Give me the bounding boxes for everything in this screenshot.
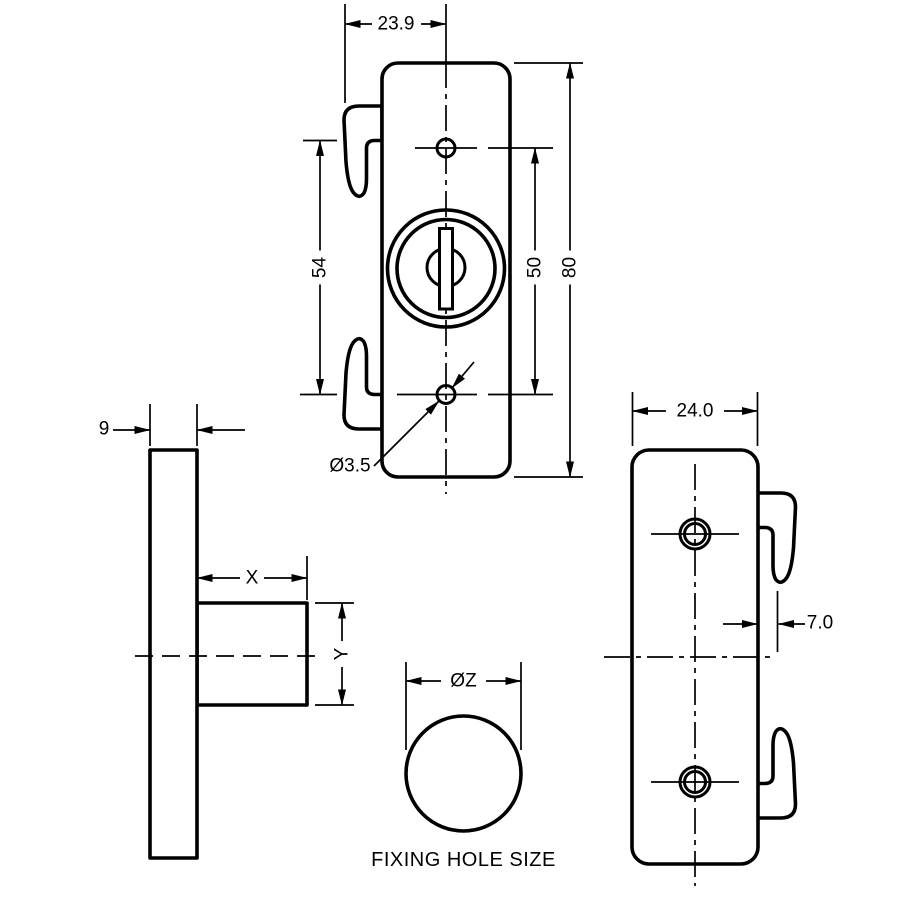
dim-23-9-label: 23.9 bbox=[378, 14, 415, 35]
side-view: 9 X Y bbox=[99, 404, 354, 860]
dim-z-label-bg bbox=[441, 671, 486, 691]
dim-x-label-bg bbox=[240, 568, 264, 588]
dim-80-label: 80 bbox=[560, 257, 581, 278]
dim-y-ext bbox=[315, 602, 354, 706]
keyway bbox=[438, 227, 454, 311]
front-clip-upper bbox=[342, 104, 384, 199]
dim-50-label-group: 50 bbox=[525, 250, 546, 285]
rear-view: 24.0 7.0 bbox=[604, 392, 833, 886]
dim-24-label-bg bbox=[666, 401, 724, 421]
dim-y-label: Y bbox=[332, 647, 353, 660]
dim-54-label: 54 bbox=[310, 257, 331, 279]
fixing-hole-caption: FIXING HOLE SIZE bbox=[371, 849, 556, 871]
hole-dia-label: Ø3.5 bbox=[329, 456, 370, 477]
front-clip-lower bbox=[342, 336, 384, 431]
dim-80-label-group: 80 bbox=[560, 250, 581, 285]
fixing-hole-circle bbox=[404, 714, 523, 833]
hole-dia-leader-upper bbox=[451, 361, 475, 389]
dim-50-label: 50 bbox=[525, 257, 546, 278]
dim-24-ext bbox=[631, 392, 759, 446]
dim-54-label-group: 54 bbox=[310, 250, 331, 285]
hole-dia-leader-lower bbox=[373, 400, 440, 467]
dim-24-label: 24.0 bbox=[677, 401, 714, 422]
rear-clip-lower bbox=[755, 726, 798, 820]
dim-z-label: ØZ bbox=[450, 671, 477, 692]
side-body bbox=[195, 601, 309, 707]
dim-23-9-label-bg bbox=[372, 14, 421, 34]
dim-9-ext bbox=[149, 404, 198, 446]
dim-x-label: X bbox=[246, 568, 259, 589]
lock-cylinder-inner bbox=[395, 217, 497, 320]
rear-clip-upper bbox=[755, 491, 798, 585]
dim-9-label: 9 bbox=[99, 419, 110, 440]
dim-7-label: 7.0 bbox=[807, 613, 833, 634]
fixing-hole-view: ØZ FIXING HOLE SIZE bbox=[371, 662, 556, 871]
front-view: 23.9 54 50 80 Ø3.5 bbox=[300, 4, 583, 494]
dim-y-label-group: Y bbox=[332, 641, 353, 667]
side-plate bbox=[148, 448, 199, 860]
dim-z-ext bbox=[405, 662, 522, 750]
